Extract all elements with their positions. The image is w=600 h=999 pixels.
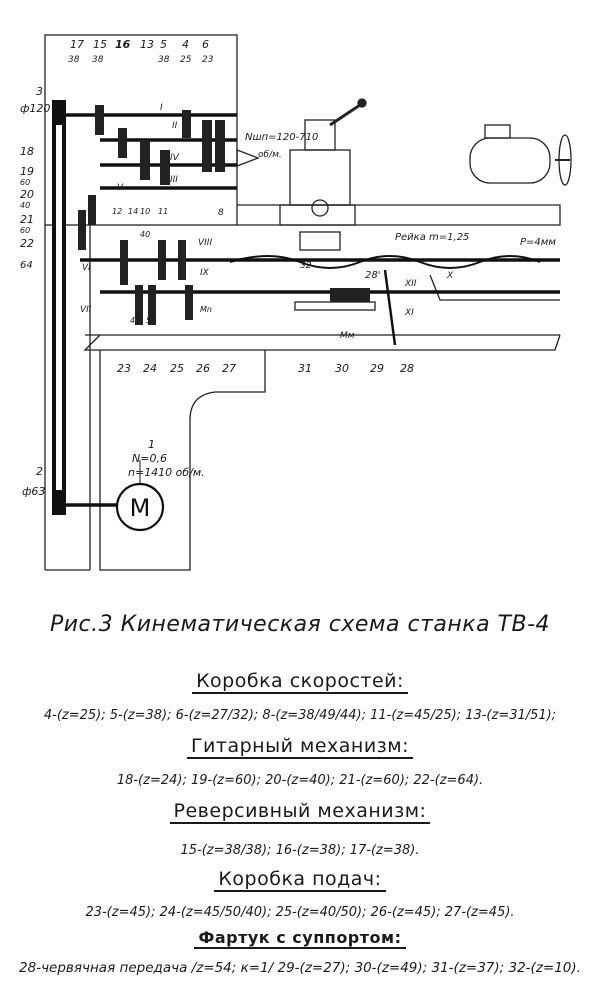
motor-speed: n=1410 об/м.	[128, 466, 205, 479]
shaft-IV: IV	[170, 153, 180, 163]
label-40: 40	[140, 230, 150, 239]
bottom-label-30: 30	[335, 362, 349, 375]
gear-13-label: 13	[140, 38, 154, 51]
shaft-VI: VI	[82, 263, 91, 273]
motor: M	[115, 460, 165, 532]
guitar-22-label: 22	[20, 237, 34, 250]
section-heading-apron: Фартук с суппортом:	[0, 928, 600, 949]
shaft-I: I	[160, 103, 163, 113]
shaft-IX: IX	[200, 268, 210, 278]
gear-6-ratio: 23	[202, 55, 214, 65]
shaft-II: II	[172, 121, 178, 131]
spindle-unit-label: об/м.	[258, 150, 282, 160]
label-50: 50	[146, 316, 156, 325]
gear-5-label: 5	[160, 38, 167, 51]
frame-outline	[44, 34, 561, 571]
worm-label: 28'	[365, 270, 380, 281]
shaft-XII: XII	[404, 279, 417, 289]
headstock	[279, 98, 572, 226]
bottom-label-27: 27	[222, 362, 236, 375]
section-heading-guitar-text: Гитарный механизм:	[186, 735, 414, 759]
pulley-bottom-diameter: ф63	[22, 485, 45, 498]
motor-symbol: M	[130, 494, 151, 522]
gear-17-ratio: 38	[68, 55, 80, 65]
label-11: 11	[158, 207, 168, 216]
pulley-bottom-number: 2	[36, 465, 43, 478]
kinematic-scheme: M 17 38 15 38 16 13 5 38 4 25 6 23 3 ф12…	[20, 34, 572, 571]
bottom-label-25: 25	[170, 362, 184, 375]
gear-17-label: 17	[70, 38, 84, 51]
pulley-top-diameter: ф120	[20, 102, 50, 115]
section-heading-apron-text: Фартук с суппортом:	[194, 928, 406, 949]
label-12: 12	[112, 207, 122, 216]
guitar-18-label: 18	[20, 145, 34, 158]
guitar-21-label: 21	[20, 213, 34, 226]
shaft-VII: VII	[80, 305, 92, 315]
shaft-V: V	[117, 183, 124, 193]
guitar-21-sub: 60	[20, 226, 30, 235]
label-32: 32	[300, 261, 312, 271]
guitar-20-sub: 40	[20, 201, 30, 210]
label-Mm: Mм	[340, 331, 355, 341]
shaft-III: III	[170, 175, 178, 185]
label-10: 10	[140, 207, 150, 216]
guitar-19-label: 19	[20, 165, 34, 178]
guitar-22-sub: 64	[20, 260, 33, 271]
label-Mn: Mn	[200, 305, 212, 314]
section-line-feed-box: 23-(z=45); 24-(z=45/50/40); 25-(z=40/50)…	[85, 905, 515, 920]
section-line-reverse: 15-(z=38/38); 16-(z=38); 17-(z=38).	[180, 843, 420, 858]
spindle-speed-label: Nшп=120-710	[245, 132, 318, 143]
bottom-label-29: 29	[370, 362, 384, 375]
section-heading-feed-box-text: Коробка подач:	[214, 868, 386, 892]
guitar-19-sub: 60	[20, 178, 30, 187]
shaft-XI: XI	[404, 308, 414, 318]
bottom-label-31: 31	[298, 362, 312, 375]
shaft-VIII: VIII	[198, 238, 212, 248]
motor-number: 1	[148, 438, 155, 451]
gear-4-label: 4	[182, 38, 189, 51]
rack-label: Рейка m=1,25	[395, 232, 469, 243]
guitar-20-label: 20	[20, 188, 34, 201]
figure-caption: Рис.3 Кинематическая схема станка ТВ-4	[49, 612, 551, 637]
gear-5-ratio: 38	[158, 55, 170, 65]
label-14: 14	[128, 207, 138, 216]
gear-6-label: 6	[202, 38, 209, 51]
section-heading-feed-box: Коробка подач:	[0, 868, 600, 892]
section-heading-reverse-text: Реверсивный механизм:	[169, 800, 431, 824]
spindle-cone	[236, 149, 260, 167]
bottom-label-28: 28	[400, 362, 414, 375]
lead-label: P=4мм	[520, 237, 556, 248]
section-heading-speed-box: Коробка скоростей:	[0, 670, 600, 694]
label-45: 45	[130, 316, 140, 325]
motor-power: N=0,6	[132, 452, 167, 465]
section-heading-guitar: Гитарный механизм:	[0, 735, 600, 759]
section-line-guitar: 18-(z=24); 19-(z=60); 20-(z=40); 21-(z=6…	[116, 773, 484, 788]
gear-label-group: 17 38 15 38 16 13 5 38 4 25 6 23 3 ф120 …	[20, 38, 414, 498]
gear-15-ratio: 38	[92, 55, 104, 65]
gear-15-label: 15	[93, 38, 107, 51]
bottom-label-26: 26	[196, 362, 210, 375]
gear-16-label: 16	[115, 38, 131, 51]
section-heading-reverse: Реверсивный механизм:	[0, 800, 600, 824]
apron-shaft	[383, 269, 397, 346]
section-heading-speed-box-text: Коробка скоростей:	[192, 670, 408, 694]
shaft-label-group: I II III IV V VI VII VIII IX X XI XII	[80, 103, 454, 318]
gear-blocks	[78, 105, 376, 325]
section-line-speed-box: 4-(z=25); 5-(z=38); 6-(z=27/32); 8-(z=38…	[43, 708, 557, 723]
pulley-top-number: 3	[36, 85, 43, 98]
shaft-X: X	[446, 271, 454, 281]
belt-inner	[56, 125, 62, 490]
bottom-label-24: 24	[143, 362, 157, 375]
label-8: 8	[218, 208, 224, 218]
section-line-apron: 28-червячная передача /z=54; к=1/ 29-(z=…	[19, 960, 581, 976]
annotation-group: Nшп=120-710 об/м. Рейка m=1,25 P=4мм 28'…	[112, 132, 556, 479]
rack-line	[229, 255, 541, 269]
gear-4-ratio: 25	[180, 55, 192, 65]
bottom-label-23: 23	[117, 362, 131, 375]
